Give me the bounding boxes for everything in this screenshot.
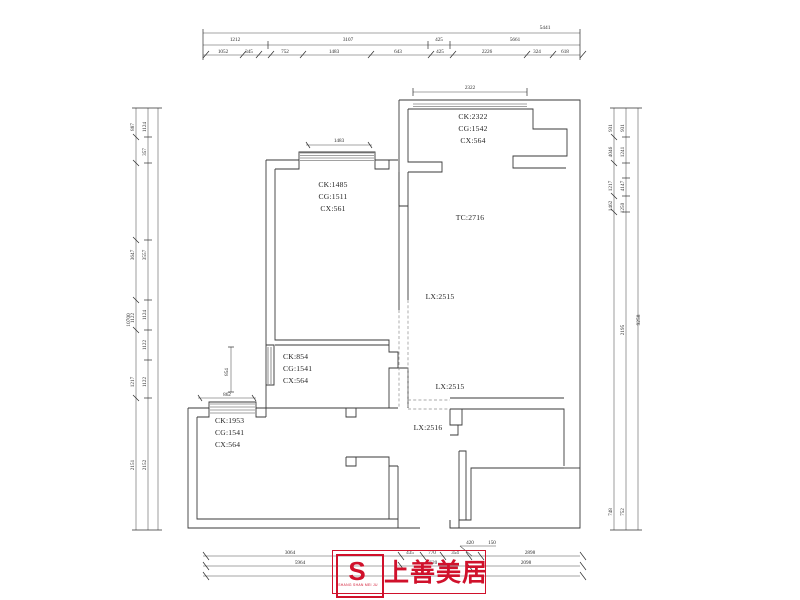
dim-left-r2-4: 1122 [142,340,148,351]
dim-top-r2-7: 324 [533,49,541,55]
dim-left-r2-5: 1122 [142,377,148,388]
dim-top-r1-0: 1212 [230,37,241,43]
dim-bottom-r1-1: 435 [406,550,414,556]
dim-bottom-r1-5: 150 [488,540,496,546]
dim-right-r2-0: 931 [620,124,626,132]
label-corridor-mid: LX:2515 [436,382,465,391]
dim-top-r2-2: 752 [281,49,289,55]
bottom-dimension-chain [202,545,587,581]
room-topleft-line-0: CK:1485 [318,180,347,189]
dim-left-r2-3: 1124 [142,310,148,321]
dim-bottom-r2-1: 1620 [427,560,438,566]
door-kitchen [267,347,275,384]
dim-left-r1-1: 3647 [130,249,136,260]
room-label-top-left: CK:1485 CG:1511 CX:561 [318,180,347,213]
dim-right-r2-5: 752 [620,508,626,516]
dim-interior-topright: 2322 [465,85,476,91]
dim-right-r1-2: 1217 [608,180,614,191]
room-bottomleft-line-1: CG:1541 [215,428,244,437]
room-kitchen-line-2: CX:564 [283,376,308,385]
label-living-room: TC:2716 [456,213,484,222]
wall-outline [187,99,581,529]
dim-left-r2-0: 1124 [142,122,148,133]
dim-top-r1-1: 3107 [343,37,354,43]
dim-left-r2-1: 357 [142,148,148,156]
dim-top-r2-5: 425 [436,49,444,55]
dim-interior-topleft: 1483 [334,138,345,144]
room-topleft-line-2: CX:561 [320,204,345,213]
room-label-bottom-left: CK:1953 CG:1541 CX:564 [215,416,244,449]
dim-left-total: 10700 [126,313,132,327]
dim-bottom-r1-2: 770 [428,550,436,556]
room-kitchen-line-0: CK:854 [283,352,308,361]
dim-top-r1-3: 5661 [510,37,521,43]
room-bottomleft-line-0: CK:1953 [215,416,244,425]
dim-bottom-r2-2: 2098 [521,560,532,566]
dim-right-r2-3: 1250 [620,202,626,213]
dim-left-r2-2: 3557 [142,249,148,260]
room-topright-line-2: CX:564 [460,136,485,145]
dim-top-r2-3: 1483 [329,49,340,55]
room-label-kitchen: CK:854 CG:1541 CX:564 [283,352,312,385]
dim-detail-h: 862 [223,392,231,398]
dim-bottom-r1-6: 2898 [525,550,536,556]
dim-top-r2-4: 643 [394,49,402,55]
dim-top-r1-2: 425 [435,37,443,43]
dim-left-r1-2: 1122 [130,313,136,324]
dim-right-r1-1: 4046 [608,146,614,157]
left-dimension-chain [132,107,162,531]
dim-top-r2-8: 618 [561,49,569,55]
room-bottomleft-line-2: CX:564 [215,440,240,449]
dim-right-r1-4: 748 [608,508,614,516]
dim-top-r2-1: 345 [245,49,253,55]
dim-bottom-r1-0: 3064 [285,550,296,556]
dim-left-r1-4: 2151 [130,459,136,470]
window-top-left [300,152,374,161]
room-topright-line-0: CK:2322 [458,112,487,121]
dim-right-r1-3: 1462 [608,200,614,211]
dim-right-r2-1: 1241 [620,146,626,157]
interior-span-topleft: 1483 [305,138,373,149]
room-topright-line-1: CG:1542 [458,124,487,133]
room-topleft-line-1: CG:1511 [319,192,348,201]
dim-detail-v: 854 [224,368,230,376]
dim-right-r2-4: 2195 [620,324,626,335]
dim-right-r1-0: 931 [608,124,614,132]
top-dimension-chain [202,29,587,60]
dim-bottom-r2-0: 5964 [295,560,306,566]
interior-span-topright: 2322 [412,85,528,96]
opening-indicators [398,300,450,410]
dim-top-r2-0: 1052 [218,49,229,55]
dim-top-total: 5441 [540,25,551,31]
dim-left-r1-3: 1217 [130,376,136,387]
dim-left-r1-0: 887 [130,123,136,131]
dim-bottom-r1-4: 420 [466,540,474,546]
room-label-top-right: CK:2322 CG:1542 CX:564 [458,112,487,145]
window-top-right [413,103,527,110]
window-bottom-left [210,403,255,414]
label-corridor-lower: LX:2516 [414,423,443,432]
label-corridor-upper: LX:2515 [426,292,455,301]
right-dimension-chain [610,107,642,531]
dim-top-r2-6: 2226 [482,49,493,55]
dim-right-total: 9258 [636,314,642,325]
room-kitchen-line-1: CG:1541 [283,364,312,373]
dim-right-r2-2: 4147 [620,180,626,191]
dim-bottom-r1-3: 354 [451,550,459,556]
detail-dimension-left: 854 862 [197,346,257,402]
dim-left-r2-6: 2152 [142,459,148,470]
